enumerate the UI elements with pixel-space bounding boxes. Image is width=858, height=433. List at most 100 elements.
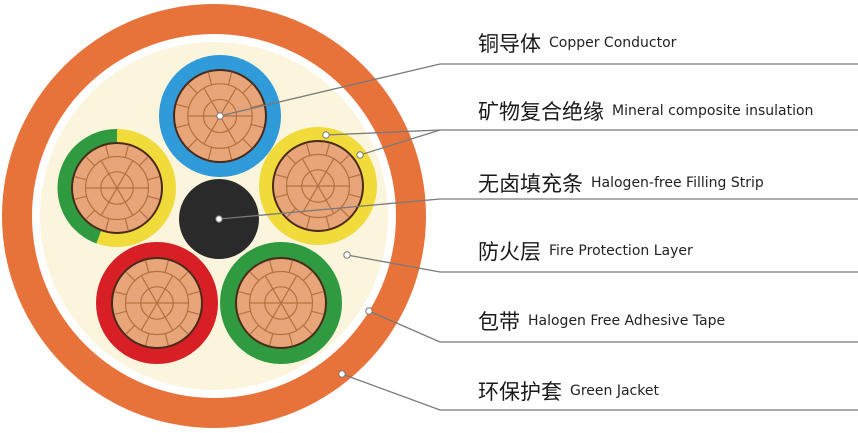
strand-divider [145,333,150,346]
strand-divider [124,160,134,175]
leader-copper-conductor [219,63,858,117]
strand-divider [288,333,293,346]
label-en: Halogen-free Filling Strip [591,175,764,191]
label-adhesive-tape: 包带 Halogen Free Adhesive Tape [478,306,725,336]
leader-mineral-insulation-a-dot [322,131,330,139]
strand-divider [348,174,361,179]
strand-divider [140,316,150,331]
label-filling-strip: 无卤填充条 Halogen-free Filling Strip [478,168,764,198]
leader-filling-strip [218,198,858,220]
strand-divider [311,310,324,315]
strand-divider [325,199,335,214]
strand-divider [124,145,129,158]
leader-mineral-insulation-b-dot [356,151,364,159]
strand-divider [114,310,127,315]
strand-divider [187,291,200,296]
strand-divider [302,271,313,282]
strand-divider [188,84,198,94]
label-en: Green Jacket [570,383,659,399]
strand-divider [100,201,110,216]
core-green [220,242,342,364]
strand-divider [275,193,288,198]
label-en: Copper Conductor [549,35,677,51]
strand-divider [272,288,290,318]
strand-divider [275,174,288,179]
label-en: Halogen Free Adhesive Tape [528,313,726,329]
strand-divider [164,316,174,331]
strand-divider [302,324,313,335]
strand-divider [242,138,252,148]
strand-divider [147,176,160,181]
strand-divider [249,271,260,282]
strand-divider [325,143,330,156]
strand-divider [269,260,274,273]
strand-divider [164,260,169,273]
strand-divider [124,201,134,216]
leader-green-jacket-dot [338,370,346,378]
strand-divider [203,130,213,145]
strand-divider [176,103,190,109]
label-en: Mineral composite insulation [612,103,814,119]
strand-divider [348,193,361,198]
strand-divider [164,275,174,290]
strand-divider [325,216,330,229]
strand-divider [176,123,190,129]
label-zh: 矿物复合绝缘 [478,100,604,124]
strand-divider [207,72,213,86]
core-yellow-right [259,127,377,245]
strand-divider [148,288,166,318]
strand-divider [306,216,311,229]
strand-divider [242,84,252,94]
leader-adhesive-tape [368,310,858,343]
strand-divider [269,333,274,346]
strand-divider [286,154,297,165]
strand-divider [339,154,350,165]
strand-divider [250,103,264,109]
leader-lines [215,63,858,411]
leader-mineral-insulation-b [359,129,441,156]
strand-divider [108,173,126,203]
strand-divider [105,218,110,231]
strand-divider [164,333,169,346]
leader-adhesive-tape-dot [365,307,373,315]
strand-divider [264,275,274,290]
label-zh: 包带 [478,310,520,334]
strand-divider [178,324,189,335]
strand-divider [309,171,327,201]
strand-divider [85,156,96,167]
strand-divider [339,207,350,218]
strand-divider [264,316,274,331]
strand-divider [227,72,233,86]
strand-divider [301,158,311,173]
strand-divider [125,324,136,335]
strand-divider [288,316,298,331]
leader-fire-protection [346,254,858,273]
strand-divider [188,138,198,148]
core-red [96,242,218,364]
strand-divider [249,324,260,335]
strand-divider [105,145,110,158]
strand-divider [124,218,129,231]
strand-divider [138,209,149,220]
strand-divider [207,146,213,160]
strand-divider [311,291,324,296]
leader-copper-conductor-dot [216,112,224,120]
strand-divider [114,291,127,296]
strand-divider [288,275,298,290]
strand-divider [250,123,264,129]
strand-divider [125,271,136,282]
strand-divider [85,209,96,220]
strand-divider [325,158,335,173]
strand-divider [203,87,213,102]
leader-fire-protection-dot [343,251,351,259]
label-copper-conductor: 铜导体 Copper Conductor [478,28,676,58]
label-zh: 无卤填充条 [478,172,583,196]
strand-divider [100,160,110,175]
strand-divider [238,291,251,296]
strand-divider [288,260,293,273]
label-zh: 铜导体 [478,32,541,56]
label-en: Fire Protection Layer [549,243,693,259]
